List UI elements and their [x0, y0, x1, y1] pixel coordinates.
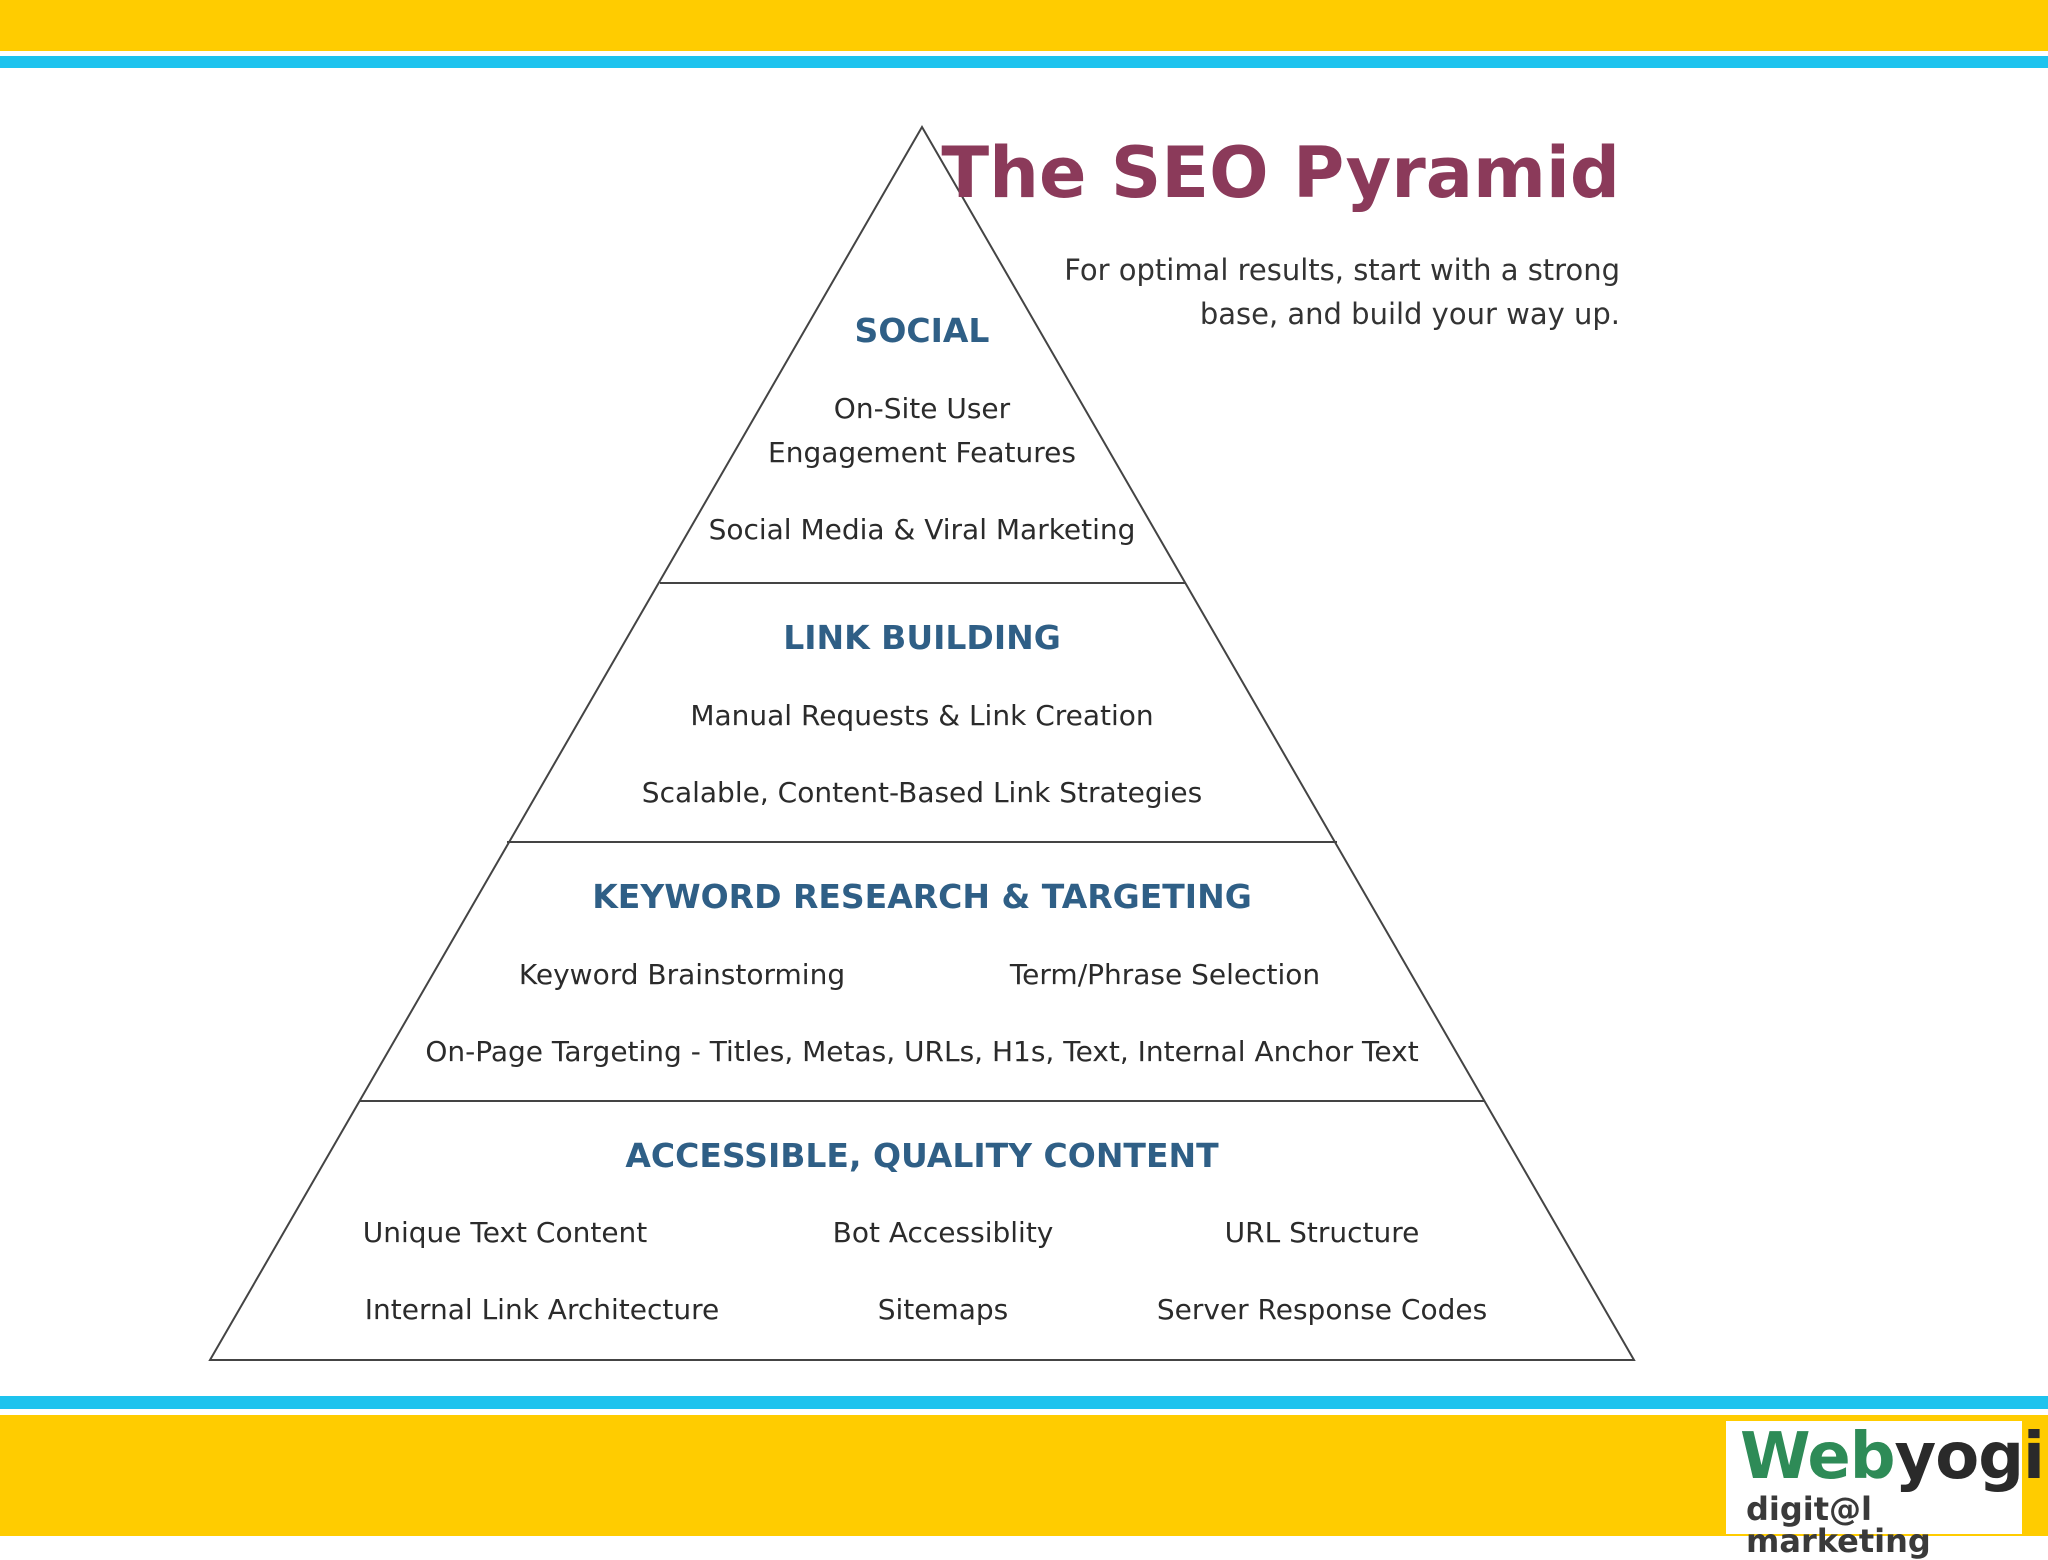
bottom-cyan-stripe	[0, 1396, 2048, 1409]
top-white-stripe	[0, 51, 2048, 56]
tier-item-scalable-strategies: Scalable, Content-Based Link Strategies	[641, 776, 1203, 809]
tier-item-manual-requests: Manual Requests & Link Creation	[690, 699, 1154, 732]
page-title: The SEO Pyramid	[941, 132, 1620, 214]
page-subtitle: For optimal results, start with a strong…	[1064, 253, 1620, 331]
tier-heading-social: SOCIAL	[854, 311, 990, 350]
tier-item-url-structure: URL Structure	[1224, 1216, 1420, 1249]
tier-item-social-media: Social Media & Viral Marketing	[708, 513, 1136, 546]
top-yellow-band	[0, 0, 2048, 51]
tier-item-bot-accessibility: Bot Accessiblity	[832, 1216, 1054, 1249]
tier-item-term-selection: Term/Phrase Selection	[1009, 958, 1321, 991]
logo-wordmark: Webyogi	[1740, 1425, 2045, 1489]
tier-item-onpage-targeting: On-Page Targeting - Titles, Metas, URLs,…	[425, 1035, 1419, 1068]
logo-brand-web: Web	[1740, 1420, 1896, 1494]
webyogi-logo: Webyogi digit@l marketing	[1726, 1421, 2045, 1557]
logo-brand-yogi: yogi	[1894, 1420, 2045, 1494]
tier-heading-accessible-content: ACCESSIBLE, QUALITY CONTENT	[625, 1136, 1219, 1175]
bottom-white-stripe	[0, 1409, 2048, 1415]
tier-heading-keyword-research: KEYWORD RESEARCH & TARGETING	[592, 877, 1252, 916]
pyramid-outline	[208, 125, 1636, 1361]
tier-item-onsite-engagement: On-Site User Engagement Features	[768, 392, 1076, 469]
top-cyan-stripe	[0, 56, 2048, 68]
bottom-yellow-band	[0, 1415, 2048, 1536]
tier-item-server-response-codes: Server Response Codes	[1156, 1293, 1488, 1326]
logo-tagline: digit@l marketing	[1746, 1490, 1931, 1560]
tier-item-sitemaps: Sitemaps	[877, 1293, 1009, 1326]
tier-heading-link-building: LINK BUILDING	[783, 618, 1061, 657]
tier-item-unique-text: Unique Text Content	[362, 1216, 648, 1249]
tier-item-keyword-brainstorming: Keyword Brainstorming	[518, 958, 846, 991]
tier-item-internal-link-architecture: Internal Link Architecture	[364, 1293, 720, 1326]
